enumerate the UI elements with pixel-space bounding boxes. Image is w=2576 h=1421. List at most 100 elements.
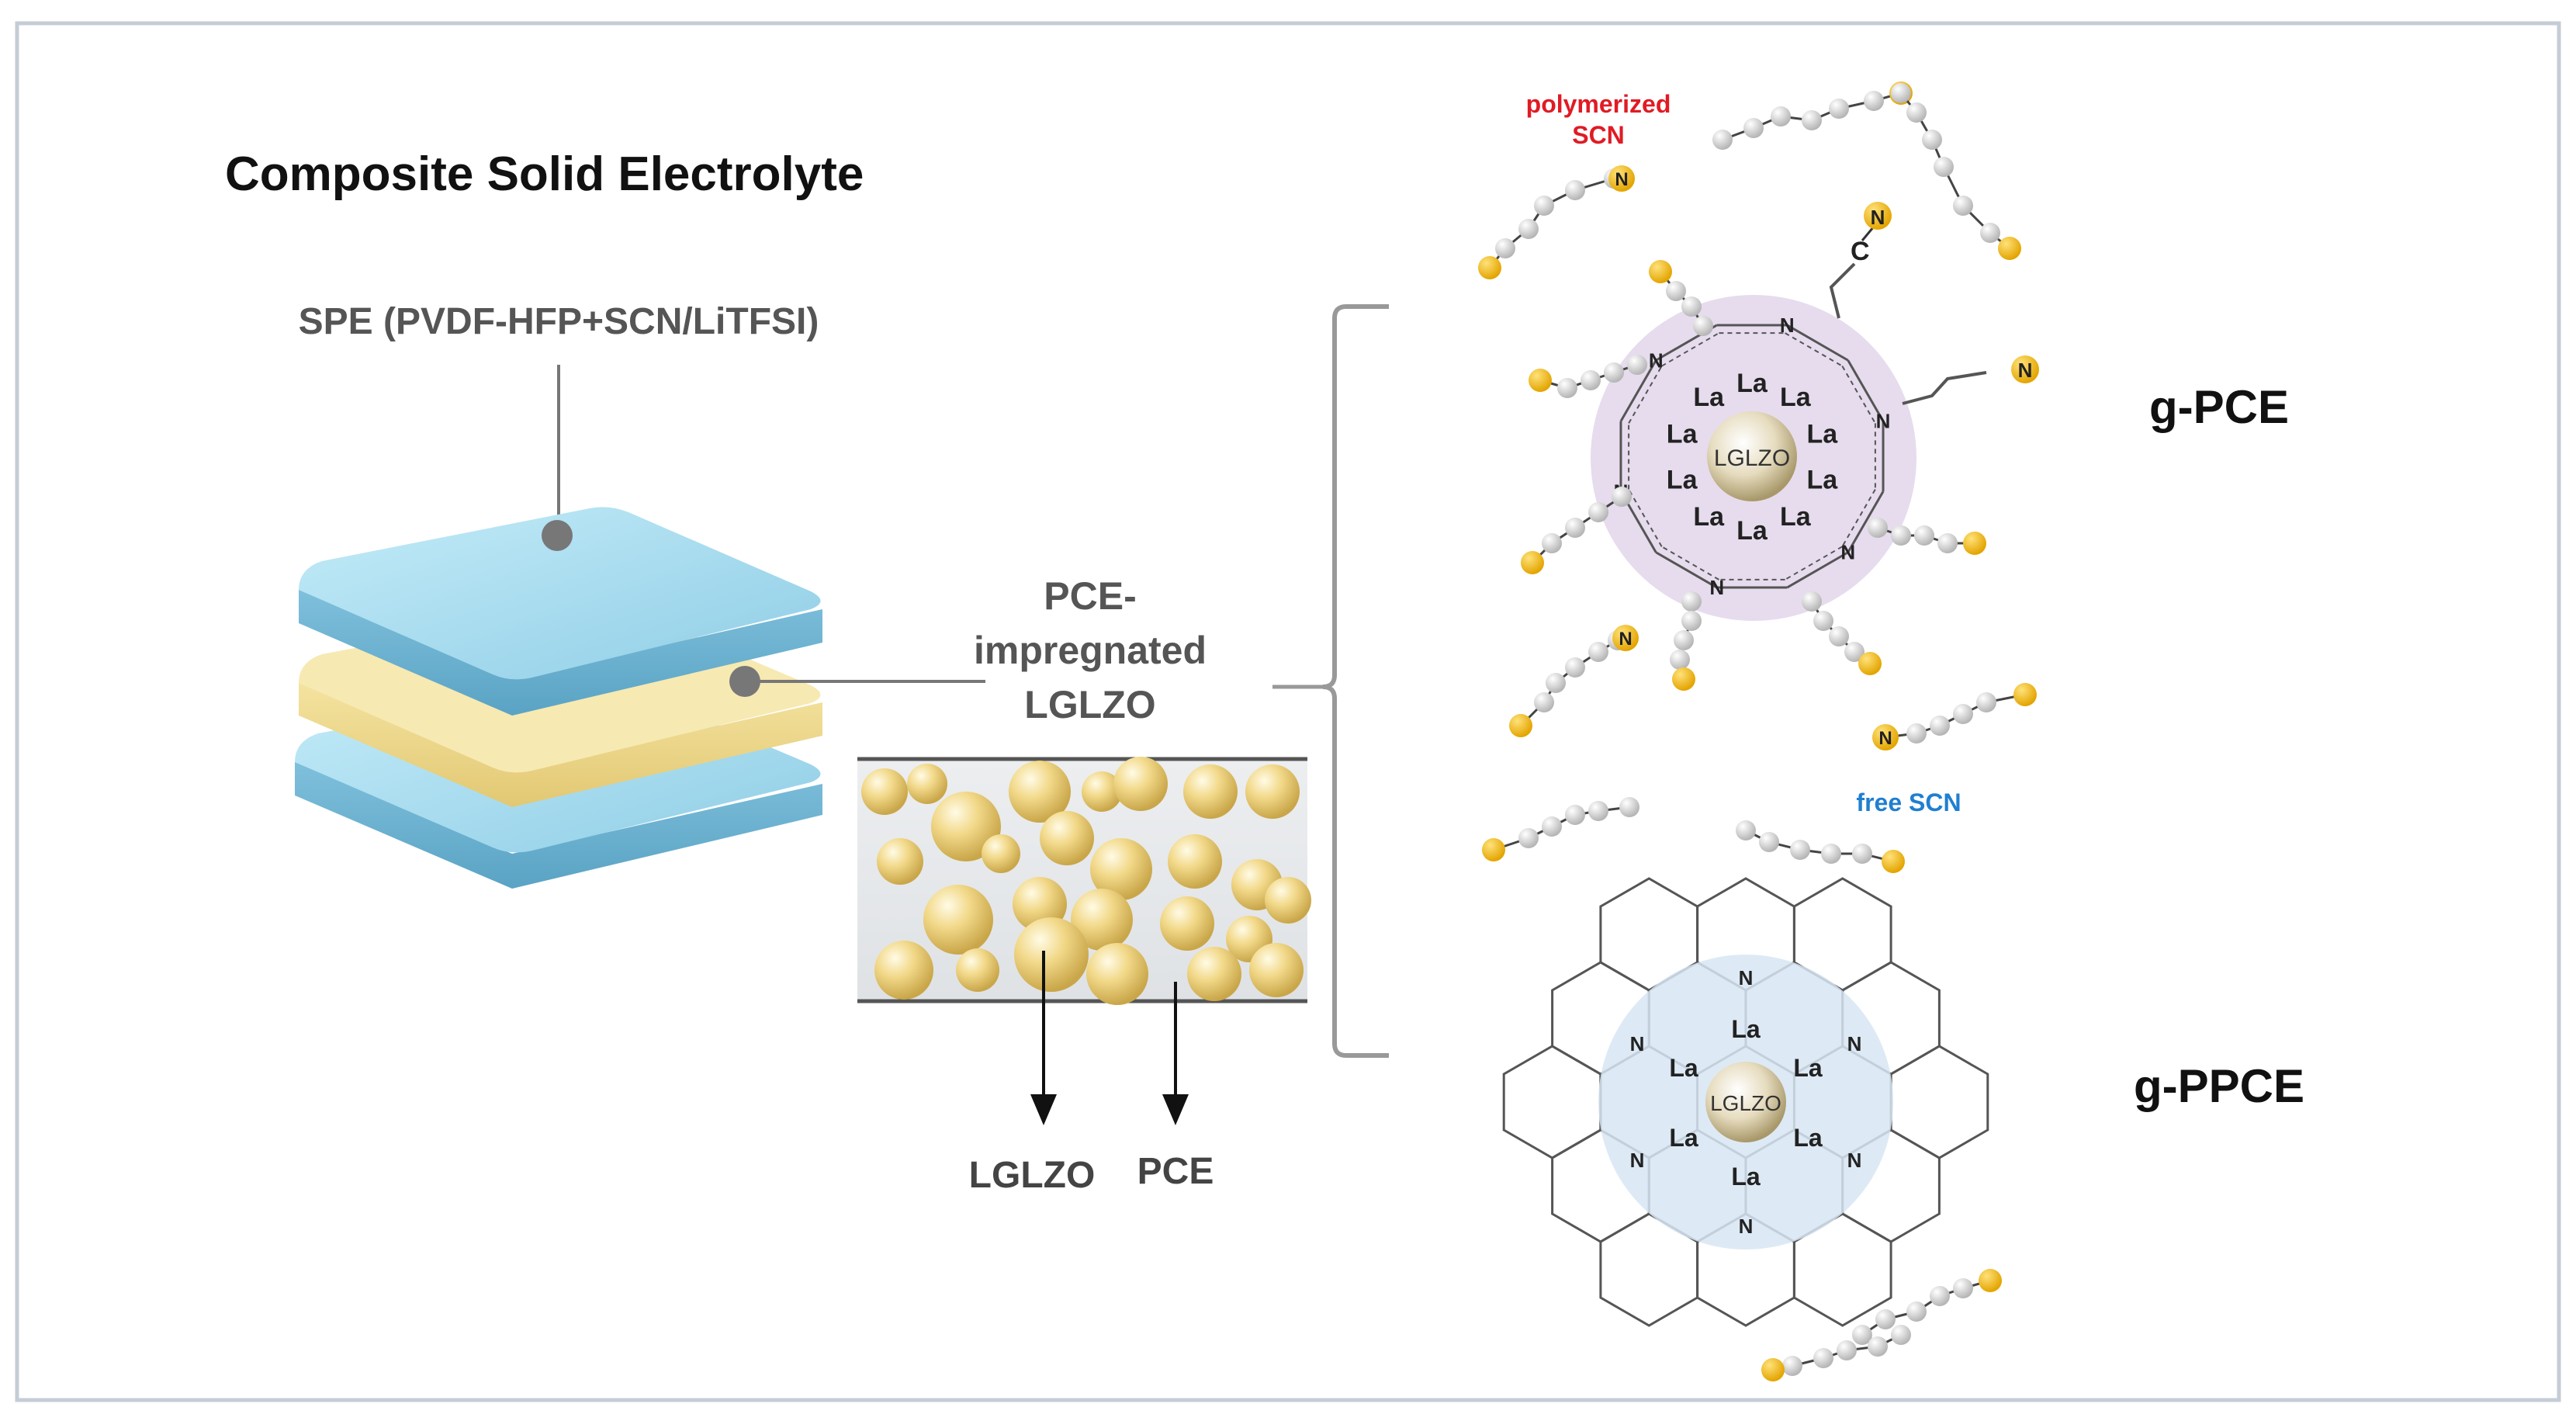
la-atom: La: [1731, 1015, 1761, 1043]
g-pce-label: g-PCE: [2149, 381, 2289, 433]
chain-node-atom: [1565, 805, 1585, 825]
lglzo-particle: [923, 885, 993, 955]
chain-node-atom: [1518, 828, 1539, 848]
free-scn-label: free SCN: [1856, 788, 1961, 816]
side-chain: [1670, 591, 1702, 691]
ring-n-atom: N: [1840, 541, 1855, 564]
lglzo-particle: [861, 768, 908, 815]
nitrile-right-n-atom: [2011, 355, 2039, 383]
chain-end-atom: [1979, 1269, 2002, 1292]
chain-node-atom: [1693, 316, 1713, 336]
chain-node-atom: [1976, 692, 1996, 712]
ring-double-bond: [1785, 546, 1843, 581]
chain-node-atom: [1565, 180, 1585, 200]
chain-node-atom: [1829, 626, 1849, 646]
pce-label-line2: impregnated: [974, 629, 1207, 672]
chain-node-atom: [1953, 1278, 1973, 1298]
la-atom: La: [1669, 1054, 1698, 1082]
ring-n-atom: N: [1649, 348, 1664, 372]
n-atom: N: [1630, 1032, 1645, 1055]
lglzo-particle: [1009, 761, 1071, 823]
lglzo-particle: [1183, 764, 1238, 819]
arrow-lglzo-label: LGLZO: [969, 1155, 1096, 1196]
scn-n-atom: [1872, 724, 1899, 750]
chain-node-atom: [1681, 611, 1702, 631]
scn-n-atom: [1608, 165, 1635, 192]
ring-bond: [1786, 551, 1849, 589]
chain-node-atom: [1542, 816, 1562, 837]
lglzo-particle: [1082, 771, 1122, 812]
ring-bond: [1786, 324, 1849, 362]
la-atom: La: [1793, 1124, 1823, 1152]
ring-n-atom: N: [1709, 576, 1724, 599]
ring-double-bond: [1661, 546, 1719, 581]
chain-node-atom: [1534, 196, 1554, 216]
chain-end-atom: [2013, 683, 2037, 706]
chain-node-atom: [1495, 238, 1515, 258]
scn-n-label: N: [1619, 629, 1632, 650]
chain-node-atom: [1837, 1340, 1857, 1360]
chain-node-atom: [1868, 1336, 1888, 1357]
ring-double-bond: [1841, 489, 1876, 547]
chain-node-atom: [1864, 91, 1884, 111]
nitrile-top-n-label: N: [1871, 206, 1885, 229]
polymerized-scn-label-line2: SCN: [1572, 121, 1625, 149]
chain-node-atom: [1681, 296, 1702, 317]
hex-ring: [1889, 1045, 1989, 1159]
scn-n-label: N: [1878, 728, 1892, 749]
chain-node-atom: [1922, 130, 1942, 150]
chain-node-atom: [1604, 362, 1624, 383]
chain-node-atom: [1891, 83, 1911, 103]
free-scn-chain: [1482, 797, 1639, 861]
chain-node-atom: [1588, 502, 1608, 522]
g-pce-core-label: LGLZO: [1714, 445, 1790, 471]
ring-double-bond: [1661, 332, 1719, 367]
ring-bond: [1619, 359, 1657, 422]
chain-node-atom: [1588, 642, 1608, 662]
scn-chains: N N N: [1478, 81, 2037, 1381]
chain-node-atom: [1821, 844, 1841, 864]
free-scn-chain: [1761, 1325, 1911, 1381]
arrow-lglzo-head: [1030, 1094, 1057, 1125]
lglzo-particle: [1113, 757, 1168, 811]
side-chain: [1649, 260, 1713, 336]
chain-node-atom: [1534, 692, 1554, 712]
lglzo-particle: [1168, 834, 1222, 889]
polymerized-scn-chain: [1478, 168, 1624, 279]
nitrile-top-c: C: [1851, 237, 1870, 266]
chain-node-atom: [1891, 1325, 1911, 1345]
lglzo-particle: [1245, 764, 1300, 819]
chain-node-atom: [1953, 196, 1973, 216]
chain-node-atom: [1612, 487, 1632, 507]
chain-node-atom: [1588, 801, 1608, 821]
la-atom: La: [1736, 369, 1768, 398]
la-atom: La: [1731, 1163, 1761, 1191]
chain-end-atom: [1882, 850, 1905, 873]
g-ppce-core-label: LGLZO: [1710, 1091, 1781, 1115]
la-atom: La: [1667, 420, 1698, 449]
la-atom: La: [1780, 383, 1812, 412]
chain-node-atom: [1802, 591, 1822, 612]
chain-node-atom: [1852, 844, 1872, 864]
chain-node-atom: [1743, 118, 1764, 138]
chain-node-atom: [1674, 630, 1694, 650]
lglzo-particle: [1086, 943, 1148, 1005]
n-atom: N: [1739, 966, 1754, 990]
top-spe-layer: [299, 507, 822, 716]
chain-node-atom: [1906, 1301, 1927, 1322]
chain-node-atom: [1930, 716, 1950, 736]
chain-node-atom: [1980, 223, 2000, 243]
chain-node-atom: [1546, 673, 1566, 693]
g-pce-core-particle: [1707, 411, 1797, 501]
n-atom: N: [1847, 1032, 1862, 1055]
scn-n-label: N: [1615, 169, 1628, 190]
spe-leader-dot: [542, 520, 573, 551]
chain-node-atom: [1875, 1309, 1896, 1329]
arrow-pce-head: [1162, 1094, 1189, 1125]
ring-n-atom: N: [1876, 410, 1891, 433]
chain-node-atom: [1844, 642, 1864, 662]
polymerized-scn-label-line1: polymerized: [1526, 90, 1671, 118]
ring-double-bond: [1628, 366, 1663, 424]
